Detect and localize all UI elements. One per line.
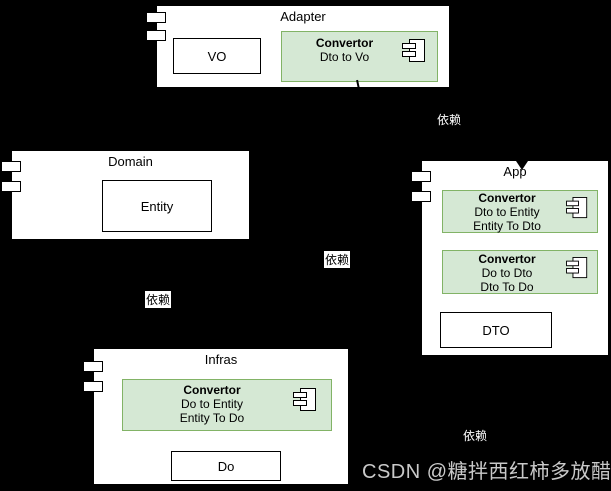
node-do-label: Do xyxy=(217,458,235,474)
dependency-arrowhead-icon xyxy=(516,161,528,170)
component-title-app: App xyxy=(503,164,527,179)
dependency-label: 依赖 xyxy=(463,427,488,444)
uml-component-icon xyxy=(565,257,591,281)
node-dto-label: DTO xyxy=(482,322,510,338)
dependency-label: 依赖 xyxy=(437,111,462,128)
component-app: App Convertor Dto to Entity Entity To Dt… xyxy=(411,160,609,356)
port-tab xyxy=(1,161,21,172)
convertor-subtitle: Do to Entity xyxy=(180,397,244,411)
node-entity-label: Entity xyxy=(140,198,174,214)
node-vo-label: VO xyxy=(207,48,227,64)
component-domain: Domain Entity xyxy=(1,150,250,240)
convertor-subtitle: Dto To Do xyxy=(480,280,534,294)
convertor-title: Convertor xyxy=(315,36,374,50)
node-convertor-do-to-entity: Convertor Do to Entity Entity To Do xyxy=(122,379,332,431)
component-title-adapter: Adapter xyxy=(280,9,326,24)
port-tab xyxy=(411,171,431,182)
component-adapter: Adapter VO Convertor Dto to Vo xyxy=(146,5,450,88)
convertor-title: Convertor xyxy=(478,252,536,266)
convertor-title: Convertor xyxy=(478,191,536,205)
port-tab xyxy=(83,361,103,372)
dependency-label: 依赖 xyxy=(324,251,351,268)
uml-component-icon xyxy=(293,388,319,412)
convertor-subtitle: Dto to Vo xyxy=(319,50,370,64)
port-tab xyxy=(1,181,21,192)
port-tab xyxy=(411,191,431,202)
component-title-infras: Infras xyxy=(204,352,238,367)
node-do: Do xyxy=(171,451,281,481)
component-title-domain: Domain xyxy=(108,154,153,169)
convertor-subtitle: Do to Dto xyxy=(481,266,533,280)
node-convertor-dto-to-entity: Convertor Dto to Entity Entity To Dto xyxy=(442,190,598,233)
node-entity: Entity xyxy=(102,180,212,232)
watermark: CSDN @糖拌西红柿多放醋 xyxy=(362,461,611,483)
port-tab xyxy=(83,381,103,392)
dependency-label: 依赖 xyxy=(145,291,172,308)
node-dto: DTO xyxy=(440,312,552,348)
convertor-title: Convertor xyxy=(183,383,241,397)
node-vo: VO xyxy=(173,38,261,74)
node-convertor-do-to-dto: Convertor Do to Dto Dto To Do xyxy=(442,250,598,294)
convertor-subtitle: Dto to Entity xyxy=(474,205,540,219)
port-tab xyxy=(146,30,166,41)
node-convertor-dto-to-vo: Convertor Dto to Vo xyxy=(281,31,438,82)
convertor-subtitle: Entity To Dto xyxy=(473,219,541,233)
uml-component-icon xyxy=(402,39,428,63)
uml-component-icon xyxy=(565,197,591,221)
convertor-subtitle: Entity To Do xyxy=(179,411,245,425)
component-infras: Infras Convertor Do to Entity Entity To … xyxy=(83,348,349,485)
port-tab xyxy=(146,12,166,23)
